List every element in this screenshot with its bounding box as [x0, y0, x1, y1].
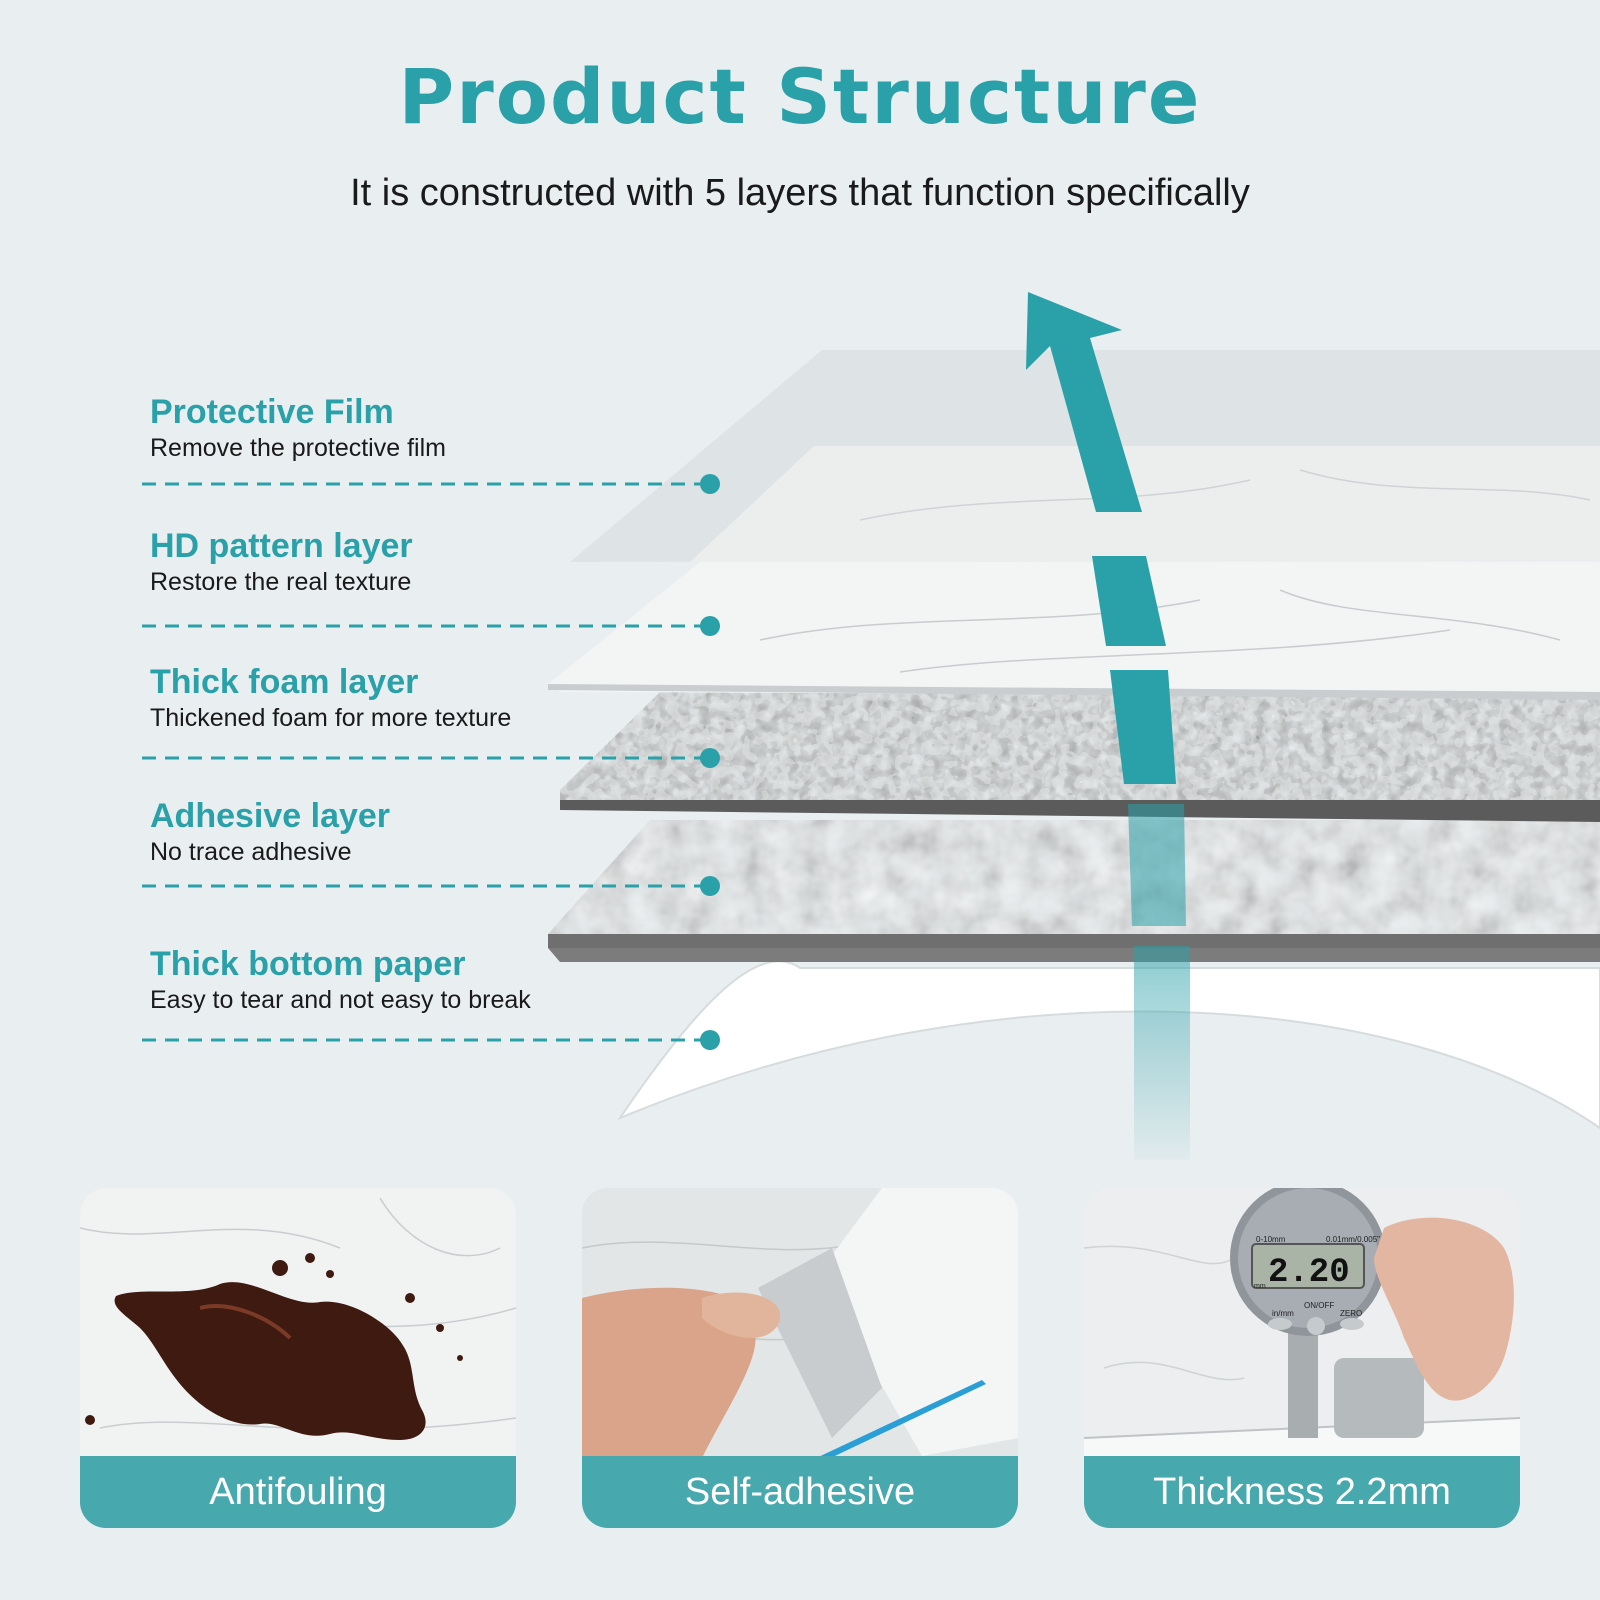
feature-label: Self-adhesive [582, 1456, 1018, 1528]
foam-layer-shape [560, 692, 1600, 822]
layer-label-hd-pattern: HD pattern layer Restore the real textur… [150, 526, 413, 598]
leader-dot-foam [700, 748, 720, 768]
page-subtitle: It is constructed with 5 layers that fun… [350, 172, 1250, 214]
bottom-paper-layer [617, 960, 1600, 1130]
gauge-zero-label: ZERO [1340, 1309, 1362, 1318]
layer-name: HD pattern layer [150, 527, 413, 565]
layer-name: Protective Film [150, 393, 394, 431]
adhesive-layer-shape [548, 820, 1600, 962]
gauge-onoff-button [1307, 1317, 1325, 1335]
layer-desc: Thickened foam for more texture [150, 704, 512, 732]
gauge-onoff-label: ON/OFF [1304, 1301, 1334, 1310]
feature-card-self-adhesive: Self-adhesive [582, 1188, 1018, 1528]
gauge-zero-button [1340, 1318, 1364, 1330]
layer-name: Adhesive layer [150, 797, 391, 835]
layer-name: Thick foam layer [150, 663, 419, 701]
feature-card-thickness: 0-10mm 0.01mm/0.005" 2.20 mm in/mm ON/OF… [1084, 1188, 1520, 1528]
gauge-reading: 2.20 [1268, 1254, 1350, 1292]
leader-lines [142, 482, 710, 1042]
feature-label: Antifouling [80, 1456, 516, 1528]
gauge-inmm-label: in/mm [1272, 1309, 1294, 1318]
layer-desc: Easy to tear and not easy to break [150, 986, 531, 1014]
leader-dot-hd-pattern [700, 616, 720, 636]
leader-dot-protective-film [700, 474, 720, 494]
gauge-unit-text: mm [1254, 1283, 1266, 1290]
layer-stack-illustration [142, 292, 1600, 1160]
leader-dot-adhesive [700, 876, 720, 896]
layer-desc: Restore the real texture [150, 568, 412, 596]
feature-card-antifouling: Antifouling [80, 1188, 516, 1528]
layer-desc: Remove the protective film [150, 434, 446, 462]
gauge-range-text: 0-10mm [1256, 1235, 1286, 1244]
layer-label-bottom-paper: Thick bottom paper Easy to tear and not … [150, 944, 531, 1016]
page-title: Product Structure [398, 52, 1202, 141]
peel-direction-arrow [1026, 292, 1190, 1160]
layer-label-adhesive: Adhesive layer No trace adhesive [150, 796, 390, 868]
layer-label-foam: Thick foam layer Thickened foam for more… [150, 662, 511, 734]
layer-desc: No trace adhesive [150, 838, 352, 866]
gauge-inmm-button [1268, 1318, 1292, 1330]
layer-label-protective-film: Protective Film Remove the protective fi… [150, 392, 446, 464]
gauge-resolution-text: 0.01mm/0.005" [1326, 1235, 1380, 1244]
leader-dot-bottom-paper [700, 1030, 720, 1050]
layer-name: Thick bottom paper [150, 945, 466, 983]
feature-label: Thickness 2.2mm [1084, 1456, 1520, 1528]
